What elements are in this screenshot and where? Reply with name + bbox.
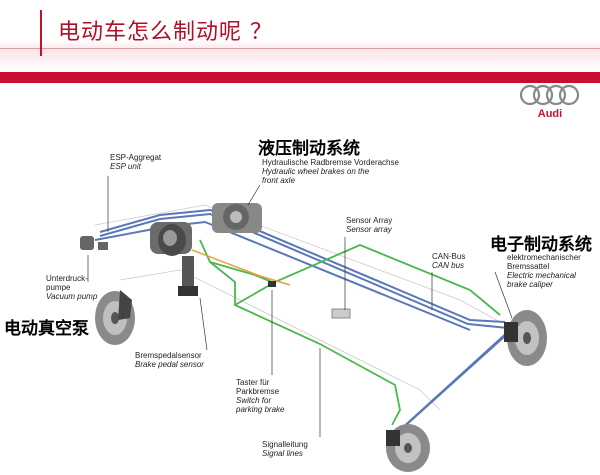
esp-unit xyxy=(150,222,192,256)
signal-label-de: Signalleitung xyxy=(262,440,308,449)
vacuum-label-en: Vacuum pump xyxy=(46,292,98,301)
hydraulic-label: Hydraulische Radbremse Vorderachse Hydra… xyxy=(262,158,399,185)
sensor-label-de: Sensor Array xyxy=(346,216,393,225)
signal-label-en: Signal lines xyxy=(262,449,303,458)
electro-label: elektromechanischer Bremssattel Electric… xyxy=(507,253,581,289)
vacuum-pump-label: Unterdruck- pumpe Vacuum pump xyxy=(46,274,97,301)
hydraulic-label-de: Hydraulische Radbremse Vorderachse xyxy=(262,158,399,167)
vacuum-pump-disc xyxy=(95,290,135,345)
electro-label-en2: brake caliper xyxy=(507,280,553,289)
page-title: 电动车怎么制动呢 ？ xyxy=(58,20,273,45)
leader-lines xyxy=(87,176,513,437)
vacuum-cn-label: 电动真空泵 xyxy=(4,319,89,339)
parking-label-en1: Switch for xyxy=(236,396,272,405)
electro-cn-label: 电子制动系统 xyxy=(490,235,592,255)
hydraulic-label-en2: front axle xyxy=(262,176,295,185)
parking-switch-label: Taster für Parkbremse Switch for parking… xyxy=(236,378,284,414)
sensor-array-label: Sensor Array Sensor array xyxy=(346,216,392,234)
pedal-label-de: Bremspedalsensor xyxy=(135,351,202,360)
electro-label-en1: Electric mechanical xyxy=(507,271,576,280)
esp-label-de: ESP-Aggregat xyxy=(110,153,162,162)
red-band xyxy=(0,72,600,83)
esp-label: ESP-Aggregat ESP unit xyxy=(110,153,161,171)
sensor-label-en: Sensor array xyxy=(346,225,392,234)
green-signal-lines xyxy=(199,239,501,426)
hydraulic-label-en1: Hydraulic wheel brakes on the xyxy=(262,167,370,176)
rear-wheel-disc xyxy=(386,424,430,472)
pedal-sensor-label: Bremspedalsensor Brake pedal sensor xyxy=(135,351,204,369)
orange-signal-line xyxy=(191,249,291,286)
header-divider xyxy=(0,48,600,49)
esp-label-en: ESP unit xyxy=(110,162,141,171)
canbus-label: CAN-Bus CAN bus xyxy=(432,252,465,270)
vehicle-outline xyxy=(94,204,501,411)
canbus-label-en: CAN bus xyxy=(432,261,465,270)
vacuum-label-de2: pumpe xyxy=(46,283,71,292)
parking-label-en2: parking brake xyxy=(236,405,285,414)
hydraulic-brake-unit xyxy=(212,203,262,233)
sensor-array-box xyxy=(331,308,351,319)
parking-label-de2: Parkbremse xyxy=(236,387,280,396)
audi-wordmark: Audi xyxy=(537,108,563,120)
parking-brake-switch xyxy=(268,281,276,287)
electric-caliper-disc xyxy=(504,310,547,366)
vacuum-label-de1: Unterdruck- xyxy=(46,274,88,283)
audi-rings-logo xyxy=(519,84,580,106)
parking-label-de1: Taster für xyxy=(236,378,270,387)
brake-pedal xyxy=(178,256,198,296)
signal-lines-label: Signalleitung Signal lines xyxy=(262,440,308,458)
vacuum-pump-parts xyxy=(80,236,108,250)
header-band xyxy=(0,0,600,72)
hydraulic-cn-label: 液压制动系统 xyxy=(258,139,360,159)
canbus-label-de: CAN-Bus xyxy=(432,252,466,261)
electro-label-de1: elektromechanischer xyxy=(507,253,581,262)
pedal-label-en: Brake pedal sensor xyxy=(135,360,204,369)
header-accent-bar xyxy=(40,10,42,56)
electro-label-de2: Bremssattel xyxy=(507,262,550,271)
diagram-background xyxy=(0,83,600,475)
